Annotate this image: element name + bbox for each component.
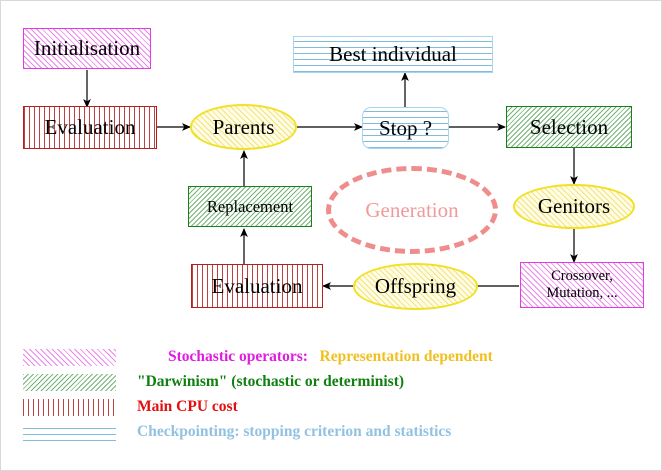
legend: Stochastic operators: Representation dep… — [23, 345, 623, 445]
legend-label-checkpointing: Checkpointing: stopping criterion and st… — [137, 423, 452, 440]
node-best-individual-label: Best individual — [329, 42, 457, 67]
green-hatch-swatch — [23, 373, 116, 391]
blue-hatch-swatch — [23, 423, 116, 441]
legend-label-part2: Representation dependent — [319, 348, 493, 365]
red-hatch-swatch — [23, 398, 116, 416]
legend-row: Checkpointing: stopping criterion and st… — [23, 420, 623, 444]
node-offspring[interactable]: Offspring — [353, 263, 478, 310]
node-generation: Generation — [326, 166, 498, 254]
node-evaluation-top-label: Evaluation — [44, 115, 136, 140]
node-genitors-label: Genitors — [537, 194, 611, 219]
legend-row: Stochastic operators: Representation dep… — [23, 345, 623, 369]
node-generation-label: Generation — [365, 197, 459, 222]
legend-row: Main CPU cost — [23, 395, 623, 419]
legend-label-stochastic-operators: Stochastic operators: Representation dep… — [137, 330, 493, 384]
node-evaluation-bottom-label: Evaluation — [211, 273, 303, 298]
node-best-individual[interactable]: Best individual — [293, 36, 493, 73]
legend-label-part1: Stochastic operators: — [168, 348, 308, 365]
node-selection-label: Selection — [529, 114, 609, 139]
magenta-hatch-swatch — [23, 348, 116, 366]
node-genitors[interactable]: Genitors — [513, 184, 635, 229]
node-offspring-label: Offspring — [374, 274, 457, 299]
node-evaluation-top[interactable]: Evaluation — [23, 106, 157, 149]
node-stop-label: Stop ? — [378, 115, 433, 140]
node-parents-label: Parents — [212, 114, 275, 139]
node-replacement-label: Replacement — [206, 196, 294, 216]
node-evaluation-bottom[interactable]: Evaluation — [191, 264, 323, 308]
node-initialisation-label: Initialisation — [33, 36, 141, 61]
node-selection[interactable]: Selection — [506, 106, 632, 148]
legend-label-darwinism: "Darwinism" (stochastic or determinist) — [137, 373, 405, 390]
node-replacement[interactable]: Replacement — [188, 186, 312, 227]
node-initialisation[interactable]: Initialisation — [23, 28, 151, 69]
legend-row: "Darwinism" (stochastic or determinist) — [23, 370, 623, 394]
legend-label-main-cpu-cost: Main CPU cost — [137, 398, 238, 415]
node-parents[interactable]: Parents — [190, 104, 297, 150]
node-crossover-label: Crossover, Mutation, ... — [546, 268, 618, 301]
node-stop[interactable]: Stop ? — [362, 107, 449, 149]
node-crossover[interactable]: Crossover, Mutation, ... — [520, 262, 644, 308]
